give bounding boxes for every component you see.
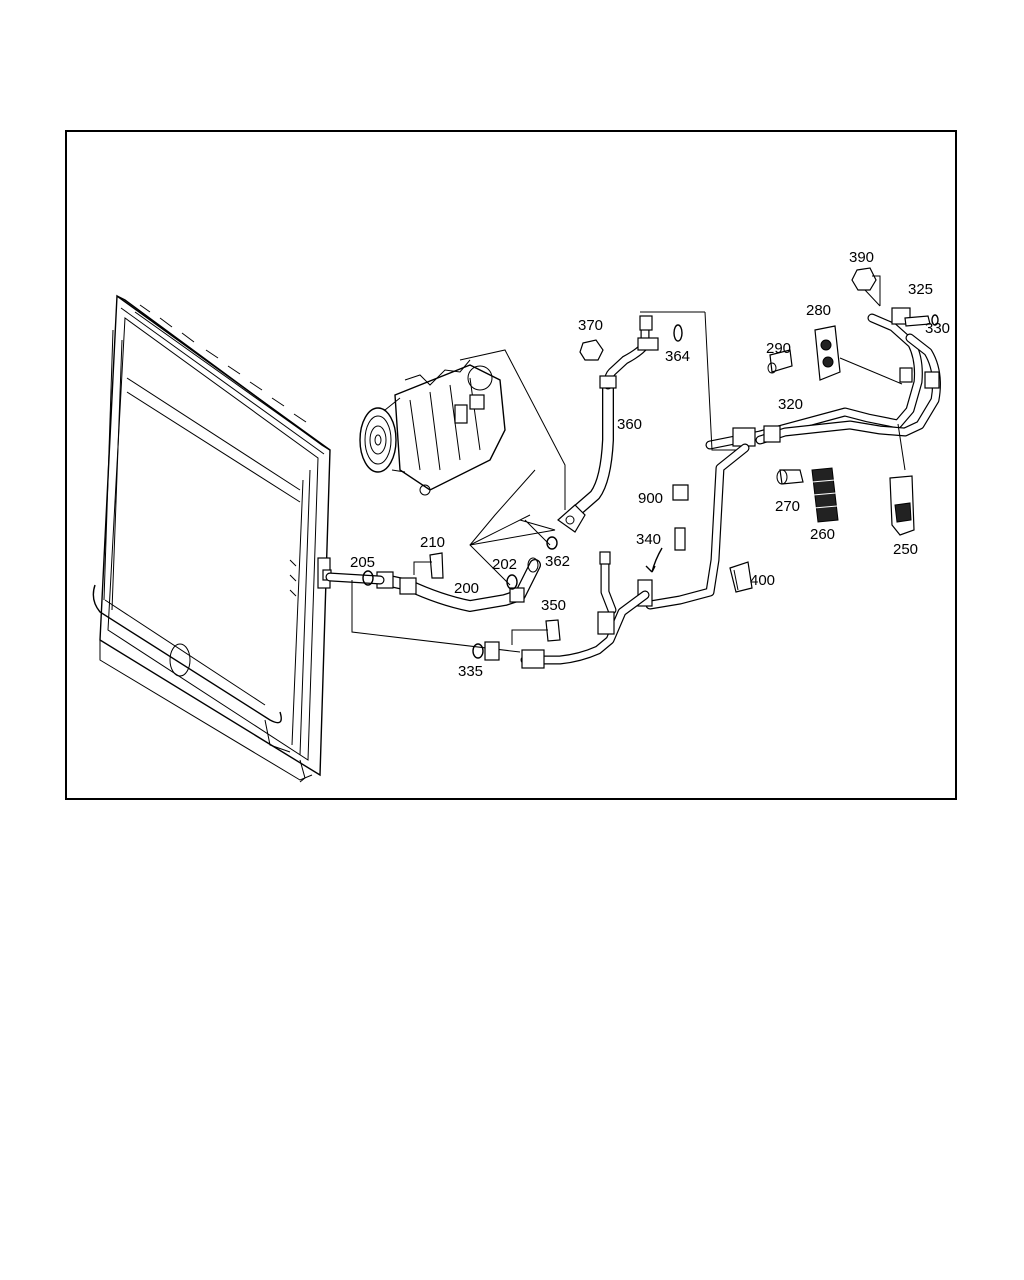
part-label-205: 205 <box>350 554 376 571</box>
part-label-330: 330 <box>925 320 951 337</box>
compressor <box>359 359 506 496</box>
part-label-320: 320 <box>778 396 804 413</box>
hose-360 <box>557 315 659 533</box>
pipe-lower <box>520 443 750 669</box>
part-label-400: 400 <box>750 572 776 589</box>
part-label-900: 900 <box>638 490 664 507</box>
part-label-202: 202 <box>492 556 518 573</box>
part-label-250: 250 <box>893 541 919 558</box>
part-label-364: 364 <box>665 348 691 365</box>
leader-compressor-200 <box>469 514 556 546</box>
part-label-340: 340 <box>636 531 662 548</box>
part-label-290: 290 <box>766 340 792 357</box>
part-label-200: 200 <box>454 580 480 597</box>
part-label-362: 362 <box>545 553 571 570</box>
part-label-360: 360 <box>617 416 643 433</box>
hose-200 <box>325 557 541 653</box>
pipe-320 <box>640 307 941 471</box>
leader-compressor-205 <box>469 469 536 586</box>
part-label-210: 210 <box>420 534 446 551</box>
part-label-280: 280 <box>806 302 832 319</box>
diagram-frame <box>65 130 957 800</box>
part-label-370: 370 <box>578 317 604 334</box>
small-parts <box>362 267 939 661</box>
part-label-390: 390 <box>849 249 875 266</box>
part-label-325: 325 <box>908 281 934 298</box>
condenser <box>92 294 332 783</box>
part-label-335: 335 <box>458 663 484 680</box>
part-label-350: 350 <box>541 597 567 614</box>
part-label-260: 260 <box>810 526 836 543</box>
leader-compressor-360 <box>459 349 566 510</box>
part-label-270: 270 <box>775 498 801 515</box>
